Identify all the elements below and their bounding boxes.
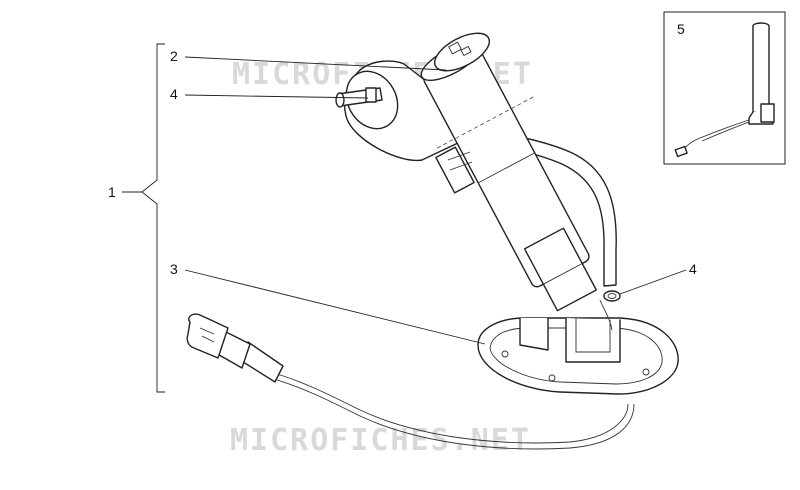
callout-4-upper: 4 xyxy=(170,86,178,102)
callout-1: 1 xyxy=(108,184,116,200)
callout-3: 3 xyxy=(170,261,178,277)
assembly-bracket xyxy=(122,43,165,393)
pump-connector xyxy=(435,146,475,194)
pump-flange-base xyxy=(477,317,679,395)
callout-5: 5 xyxy=(677,21,685,37)
wiring-harness xyxy=(186,313,635,450)
fuel-level-sensor xyxy=(674,22,775,158)
callout-2: 2 xyxy=(170,48,178,64)
callout-4-lower: 4 xyxy=(689,261,697,277)
fuel-outlet-pipe xyxy=(335,87,383,108)
hose-clamp xyxy=(599,290,621,331)
pump-cap xyxy=(434,32,490,72)
